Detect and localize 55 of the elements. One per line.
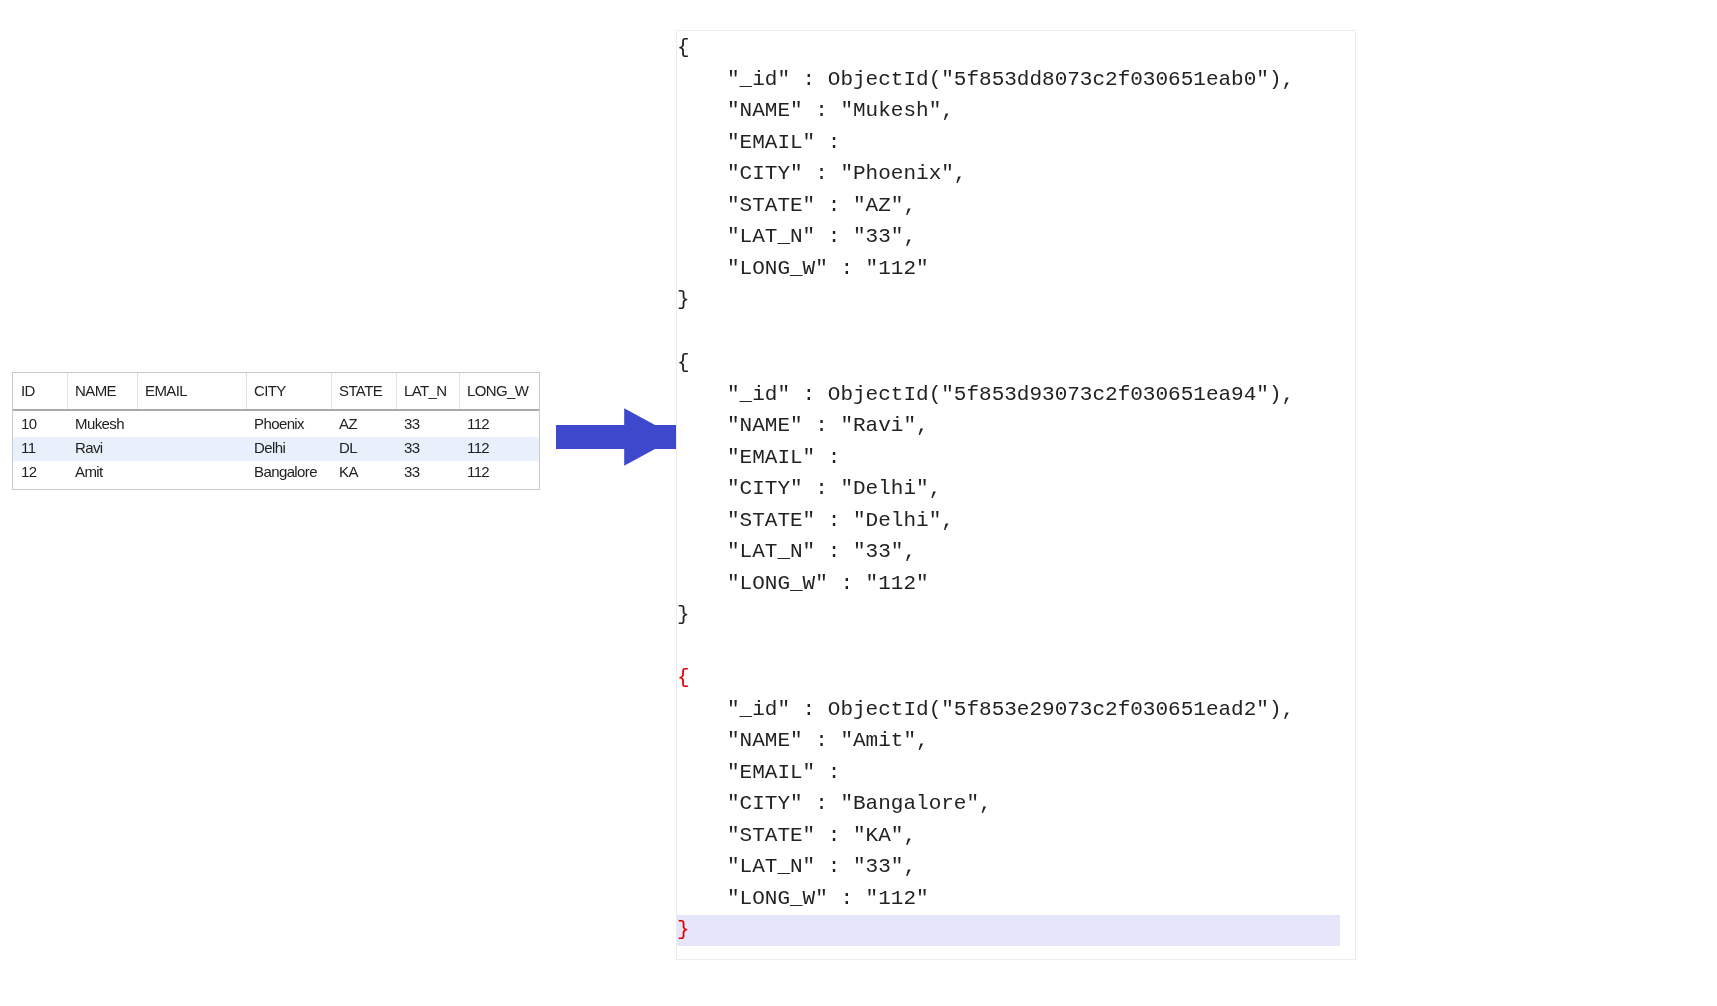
code-line: "STATE" : "Delhi", xyxy=(727,507,954,534)
table-cell: Delhi xyxy=(254,439,286,457)
table-cell: 112 xyxy=(467,439,490,457)
code-line: "EMAIL" : xyxy=(727,444,841,471)
table-cell: 33 xyxy=(404,439,420,457)
table-cell: Bangalore xyxy=(254,463,317,481)
table-cell: Amit xyxy=(75,463,103,481)
code-line: "LONG_W" : "112" xyxy=(727,885,929,912)
document-panel xyxy=(676,30,1356,960)
brace: } xyxy=(677,602,690,628)
code-line: "LONG_W" : "112" xyxy=(727,570,929,597)
code-line: "EMAIL" : xyxy=(727,129,841,156)
column-header: ID xyxy=(21,382,35,400)
code-line: "CITY" : "Delhi", xyxy=(727,476,942,502)
code-line: "STATE" : "AZ", xyxy=(727,192,917,219)
code-line: "LAT_N" : "33", xyxy=(727,224,917,250)
code-line: "CITY" : "Phoenix", xyxy=(727,161,967,187)
code-line: "STATE" : "KA", xyxy=(727,822,917,849)
code-line: "LONG_W" : "112" xyxy=(727,255,929,282)
table-cell: AZ xyxy=(339,415,357,433)
table-cell: 10 xyxy=(21,415,37,433)
code-line: "EMAIL" : xyxy=(727,759,841,786)
code-line: "NAME" : "Mukesh", xyxy=(727,98,954,124)
brace: { xyxy=(677,350,690,376)
table-cell: Phoenix xyxy=(254,415,304,433)
column-header: STATE xyxy=(339,382,383,400)
brace: } xyxy=(677,287,690,313)
column-header: EMAIL xyxy=(145,382,187,400)
code-line: "LAT_N" : "33", xyxy=(727,539,917,565)
brace: { xyxy=(677,35,690,61)
column-header: NAME xyxy=(75,382,116,400)
code-line: "_id" : ObjectId("5f853d93073c2f030651ea94"), xyxy=(727,381,1295,408)
brace: { xyxy=(677,665,690,691)
code-line: "CITY" : "Bangalore", xyxy=(727,791,992,817)
table-cell: Mukesh xyxy=(75,415,124,433)
code-line: "_id" : ObjectId("5f853dd8073c2f030651eab0"), xyxy=(727,66,1295,93)
code-line: "NAME" : "Ravi", xyxy=(727,413,929,439)
code-line: "LAT_N" : "33", xyxy=(727,854,917,880)
column-header: LAT_N xyxy=(404,382,447,400)
table-cell: 33 xyxy=(404,463,420,481)
table-cell: Ravi xyxy=(75,439,103,457)
column-header: CITY xyxy=(254,382,286,400)
column-header: LONG_W xyxy=(467,382,529,400)
arrow xyxy=(556,408,677,466)
table-cell: 11 xyxy=(21,439,36,457)
table-cell: 33 xyxy=(404,415,420,433)
data-table xyxy=(12,372,540,490)
table-cell: KA xyxy=(339,463,358,481)
code-line: "NAME" : "Amit", xyxy=(727,728,929,754)
table-cell: 12 xyxy=(21,463,37,481)
table-cell: DL xyxy=(339,439,357,457)
code-line: "_id" : ObjectId("5f853e29073c2f030651ead2"), xyxy=(727,696,1295,723)
brace: } xyxy=(677,917,690,943)
table-cell: 112 xyxy=(467,415,490,433)
table-cell: 112 xyxy=(467,463,490,481)
